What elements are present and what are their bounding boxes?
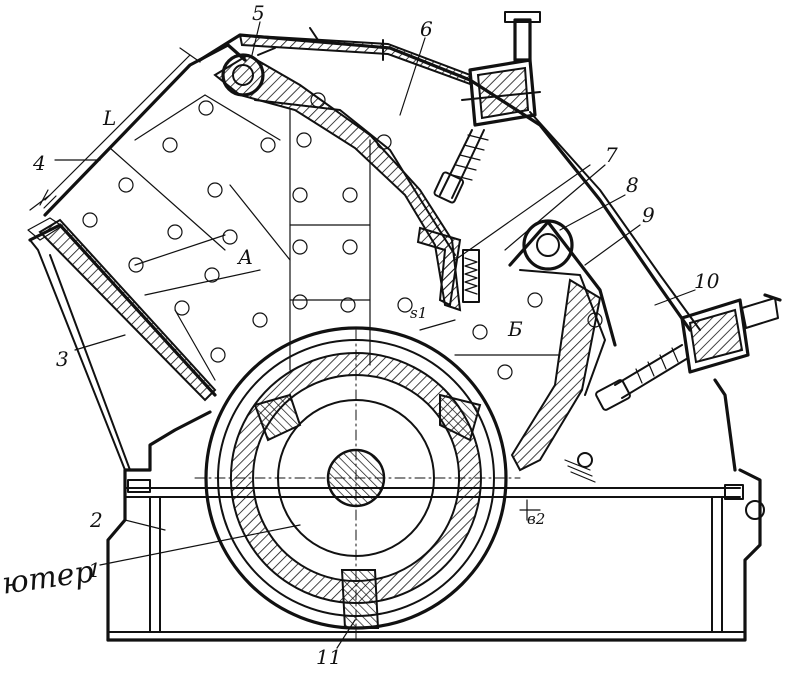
upper-spring-assembly [433, 11, 541, 204]
label-9: 9 [642, 203, 655, 227]
leader-lines [54, 21, 696, 649]
spring-7 [454, 164, 591, 303]
rotor [194, 326, 521, 641]
label-3: 3 [56, 347, 69, 371]
label-7: 7 [605, 143, 618, 167]
label-zone-B: Б [507, 317, 523, 341]
label-1: 1 [88, 558, 101, 582]
label-2: 2 [89, 508, 103, 532]
base-frame [106, 378, 765, 642]
pivot-5 [221, 47, 276, 97]
front-impact-plate [213, 53, 488, 371]
label-4: 4 [32, 151, 46, 175]
feed-chute [27, 217, 217, 471]
label-11: 11 [316, 645, 341, 669]
label-gap-s1: s1 [410, 304, 427, 322]
rear-impact-plate [497, 219, 617, 483]
label-dim-L: L [102, 106, 116, 130]
margin-handwriting: ютер [0, 554, 96, 601]
dimension-L [29, 47, 201, 211]
lower-spring-assembly [595, 293, 782, 411]
part-labels: 1 2 3 4 5 6 7 8 9 10 11 L А Б s1 в2 ютер [0, 1, 720, 669]
label-zone-A: А [236, 245, 253, 269]
label-5: 5 [252, 1, 265, 25]
label-10: 10 [694, 269, 720, 293]
label-gap-b2: в2 [527, 510, 545, 528]
label-8: 8 [626, 173, 639, 197]
label-6: 6 [420, 17, 433, 41]
